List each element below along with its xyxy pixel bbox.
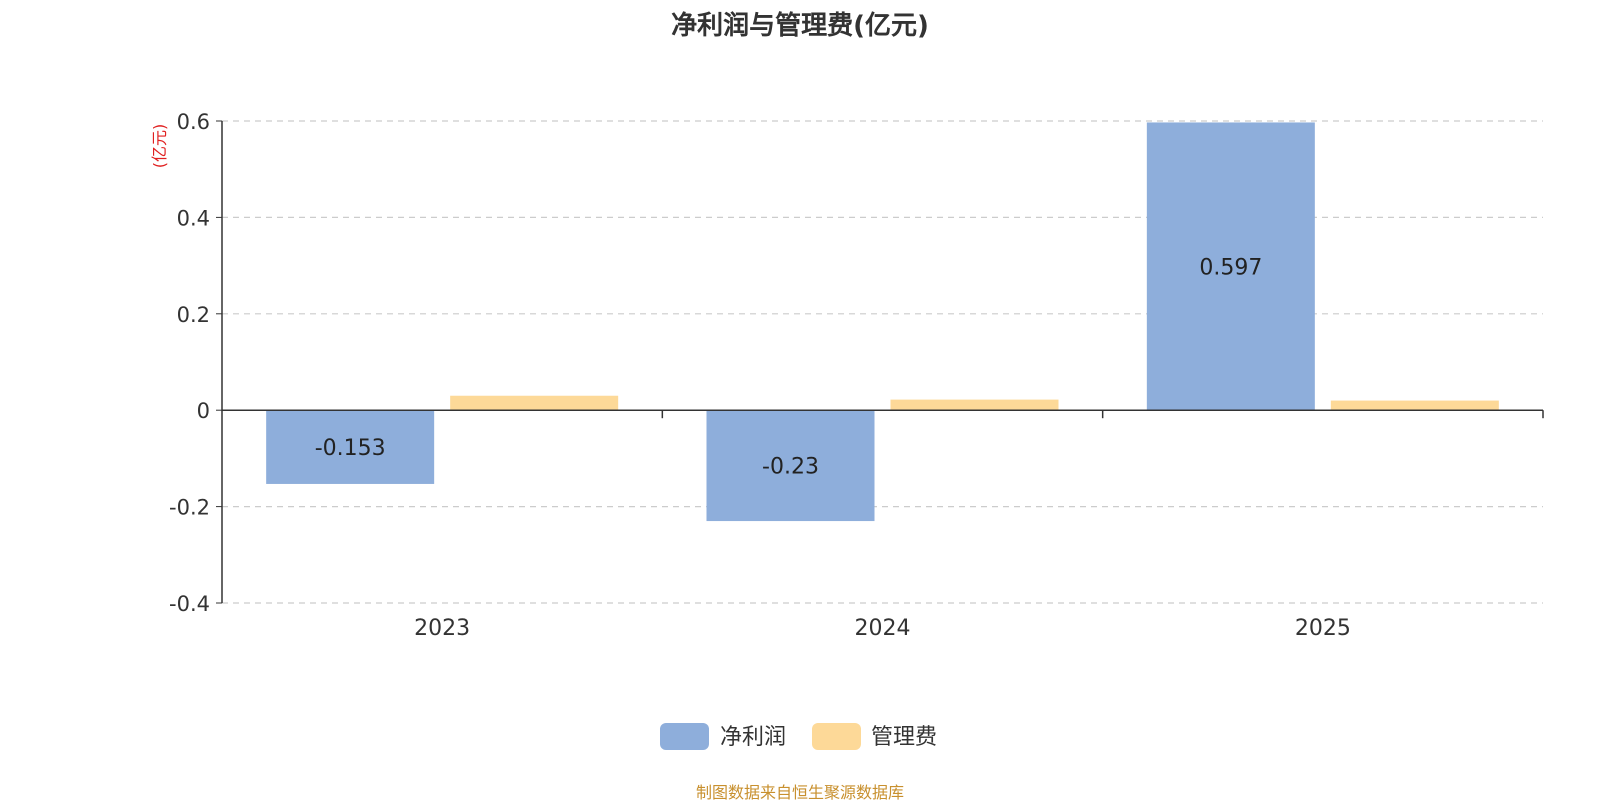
bar-net-profit [1146, 122, 1315, 411]
x-tick-label: 2023 [414, 616, 470, 641]
legend-label: 净利润 [720, 725, 786, 750]
bar-management-fee [1330, 400, 1499, 411]
source-note: 制图数据来自恒生聚源数据库 [695, 783, 904, 802]
y-tick-label: -0.2 [169, 496, 210, 520]
y-tick-label: -0.4 [169, 592, 210, 616]
bar-net-profit [706, 410, 875, 522]
legend-label: 管理费 [871, 725, 937, 750]
bar-management-fee [890, 399, 1059, 411]
legend-swatch [660, 723, 709, 750]
bar-data-label: -0.153 [315, 436, 386, 461]
y-tick-label: 0.6 [177, 110, 210, 134]
legend-swatch [812, 723, 861, 750]
chart-title: 净利润与管理费(亿元) [671, 11, 929, 41]
y-tick-label: 0 [197, 399, 210, 423]
x-tick-label: 2024 [855, 616, 911, 641]
bar-data-label: -0.23 [762, 455, 819, 480]
bar-data-label: 0.597 [1199, 255, 1262, 280]
y-tick-label: 0.4 [177, 206, 210, 230]
bar-management-fee [450, 395, 619, 411]
y-tick-label: 0.2 [177, 303, 210, 327]
y-axis-label: (亿元) [150, 124, 169, 169]
bar-net-profit [266, 410, 435, 484]
x-tick-label: 2025 [1295, 616, 1351, 641]
